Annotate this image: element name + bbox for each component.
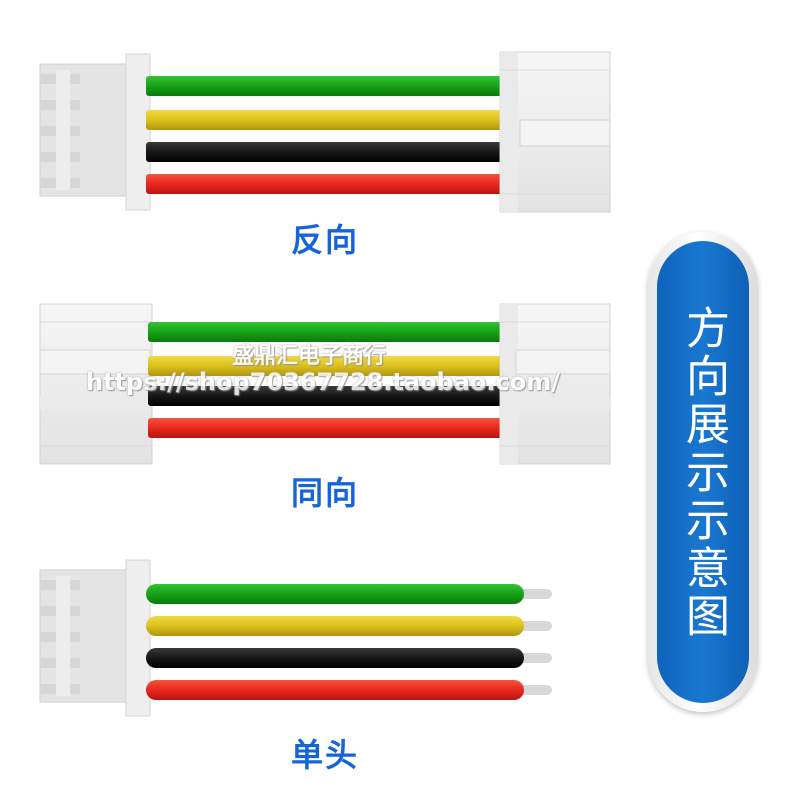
label-reverse: 反向 — [290, 221, 359, 259]
label-single-head: 单头 — [290, 736, 359, 774]
watermark-shop-name: 盛鼎汇电子商行 — [232, 344, 387, 369]
watermark-url: https://shop70367728.taobao.com/ — [86, 368, 560, 396]
green-wire — [146, 584, 524, 604]
green-wire — [146, 76, 504, 96]
same-direction-cable — [39, 303, 611, 465]
right-housing — [499, 51, 611, 213]
black-wire — [146, 142, 504, 162]
direction-badge: 方向展示示意图 — [648, 232, 758, 712]
direction-badge-inner: 方向展示示意图 — [657, 241, 749, 703]
black-wire — [148, 386, 506, 406]
red-wire — [146, 174, 504, 194]
left-connector — [39, 559, 151, 717]
left-connector — [39, 53, 151, 211]
black-wire — [146, 648, 524, 668]
green-wire — [148, 322, 506, 342]
single-head-cable — [39, 559, 552, 717]
label-same-direction: 同向 — [290, 474, 359, 512]
yellow-wire — [148, 356, 506, 376]
right-housing — [499, 303, 611, 465]
red-wire — [148, 418, 506, 438]
yellow-wire — [146, 110, 504, 130]
side-title: 方向展示示意图 — [678, 305, 729, 641]
yellow-wire — [146, 616, 524, 636]
reverse-cable — [39, 51, 611, 213]
red-wire — [146, 680, 524, 700]
